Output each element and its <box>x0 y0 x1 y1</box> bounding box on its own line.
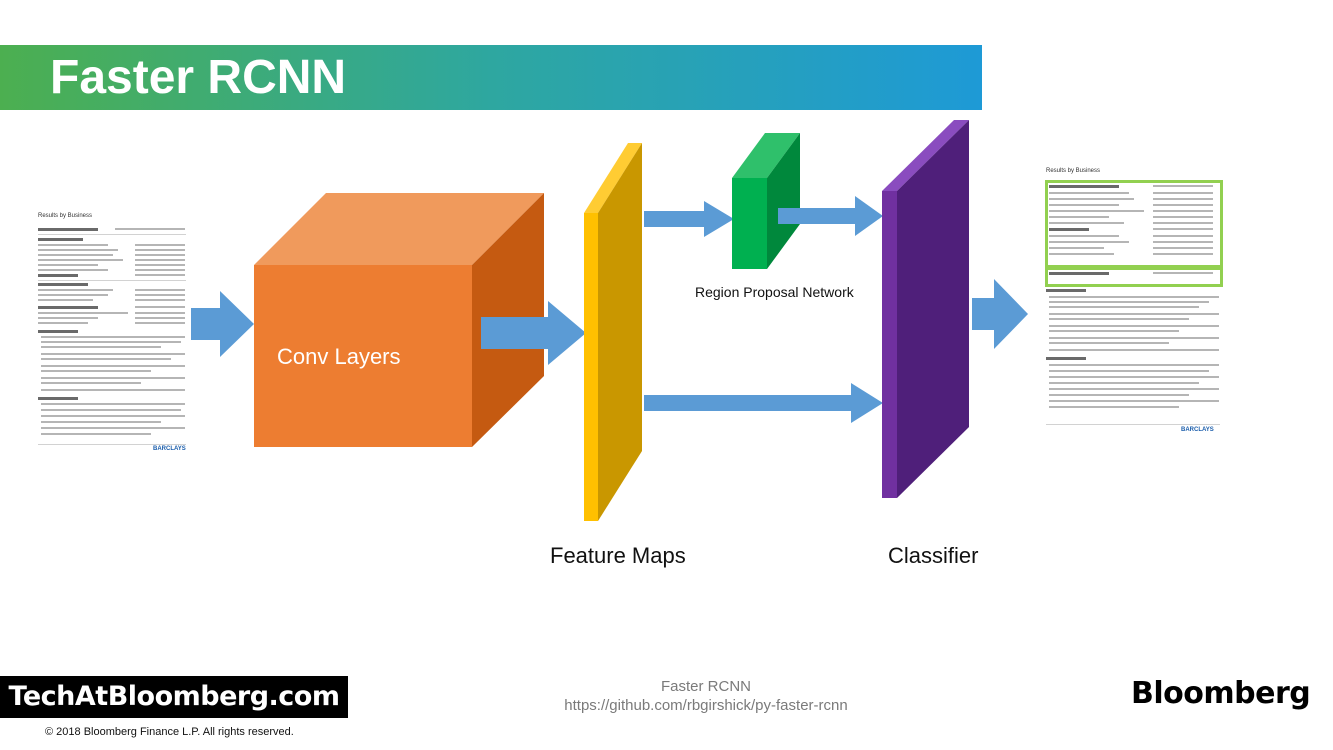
output-document-heading: Results by Business <box>1046 168 1101 174</box>
classifier-top-face <box>882 120 969 191</box>
feature-front-face <box>584 213 598 521</box>
conv-layers-label: Conv Layers <box>277 344 401 369</box>
techatbloomberg-tab: TechAtBloomberg.com <box>0 676 348 718</box>
conv-top-face <box>254 193 544 265</box>
arrow-input-to-conv <box>191 291 254 357</box>
footer-caption-url: https://github.com/rbgirshick/py-faster-… <box>564 697 848 714</box>
rpn-front-face <box>732 178 767 269</box>
title-banner: Faster RCNN <box>0 45 982 110</box>
bloomberg-logo: Bloomberg <box>1131 676 1311 711</box>
input-document: Results by Business BARCLAYS <box>35 210 190 455</box>
conv-layers-block <box>254 193 544 447</box>
rpn-side-face <box>767 133 800 269</box>
footer-caption-title: Faster RCNN <box>660 678 751 695</box>
rpn-block <box>732 133 800 269</box>
arrow-conv-to-features <box>481 301 586 365</box>
classifier-label: Classifier <box>888 543 979 568</box>
feature-side-face <box>598 143 642 521</box>
arrow-features-to-rpn <box>644 201 734 237</box>
arrow-features-to-classifier <box>644 383 883 423</box>
conv-front-face <box>254 265 472 447</box>
classifier-block <box>882 120 969 498</box>
copyright-notice: © 2018 Bloomberg Finance L.P. All rights… <box>45 726 294 738</box>
rpn-top-face <box>732 133 800 178</box>
feature-maps-label: Feature Maps <box>550 543 686 568</box>
output-document-logo: BARCLAYS <box>1181 427 1214 433</box>
feature-maps-block <box>584 143 642 521</box>
classifier-front-face <box>882 191 897 498</box>
feature-top-face <box>584 143 642 213</box>
input-document-logo: BARCLAYS <box>153 446 186 452</box>
techatbloomberg-text: TechAtBloomberg.com <box>8 681 340 712</box>
footer-caption: Faster RCNN https://github.com/rbgirshic… <box>456 677 956 715</box>
arrow-rpn-to-classifier <box>778 196 883 236</box>
arrow-classifier-to-output <box>972 279 1028 349</box>
rpn-label: Region Proposal Network <box>695 284 854 300</box>
input-document-heading: Results by Business <box>38 213 93 219</box>
output-document: Results by Business BARCLAYS <box>1043 165 1223 437</box>
classifier-side-face <box>897 120 969 498</box>
slide-title: Faster RCNN <box>50 51 347 104</box>
